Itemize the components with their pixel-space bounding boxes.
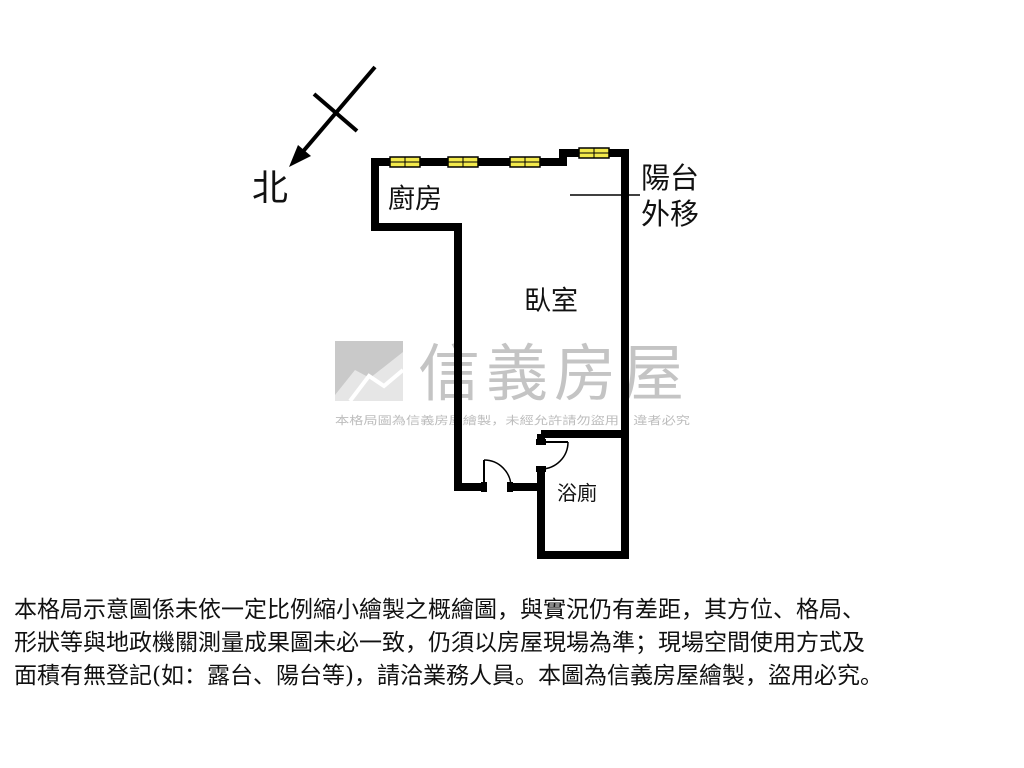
room-label-kitchen: 廚房 [388, 184, 442, 215]
room-label-balcony-line2: 外移 [641, 197, 699, 231]
watermark-logo [335, 341, 405, 403]
room-label-balcony-line1: 陽台 [641, 161, 699, 195]
watermark-notice: 本格局圖為信義房屋繪製，未經允許請勿盜用，違者必究 [335, 413, 690, 427]
window [389, 156, 421, 168]
north-label: 北 [252, 168, 288, 209]
entrance-door-icon [481, 459, 513, 492]
floor-plan: 信義房屋 本格局圖為信義房屋繪製，未經允許請勿盜用，違者必究 北 [252, 65, 699, 559]
room-label-bathroom: 浴廁 [557, 481, 597, 505]
room-label-bedroom: 臥室 [524, 286, 578, 317]
window [509, 156, 541, 168]
disclaimer-line: 面積有無登記(如：露台、陽台等)，請洽業務人員。本圖為信義房屋繪製，盜用必究。 [14, 663, 883, 689]
window [447, 156, 479, 168]
bathroom-door-icon [536, 439, 569, 472]
watermark-brand: 信義房屋 [418, 337, 690, 410]
disclaimer-text: 本格局示意圖係未依一定比例縮小繪製之概繪圖，與實況仍有差距，其方位、格局、 形狀… [14, 594, 1014, 693]
window [578, 147, 610, 159]
disclaimer-line: 本格局示意圖係未依一定比例縮小繪製之概繪圖，與實況仍有差距，其方位、格局、 [14, 597, 865, 623]
north-arrow-icon [289, 65, 377, 167]
disclaimer-line: 形狀等與地政機關測量成果圖未必一致，仍須以房屋現場為準；現場空間使用方式及 [14, 630, 865, 656]
walls [371, 149, 629, 559]
windows [389, 147, 610, 168]
